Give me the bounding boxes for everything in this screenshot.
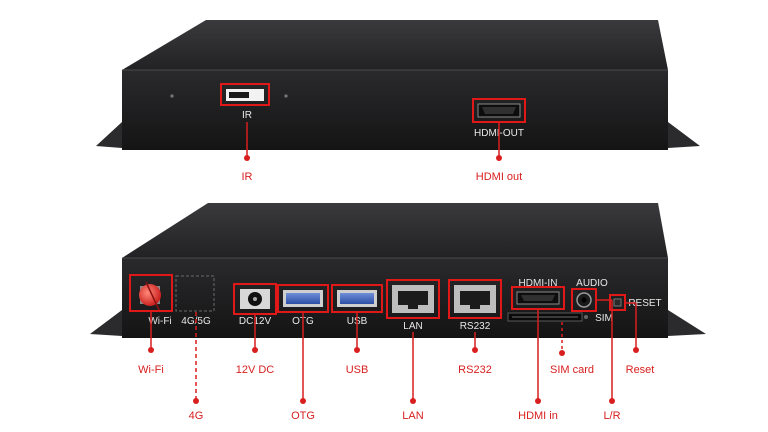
- lan-silkscreen: LAN: [403, 321, 422, 332]
- bottom-device-lid: [122, 203, 668, 258]
- sim-eject-hole: [584, 315, 588, 319]
- callout-wifi: Wi-Fi: [138, 364, 164, 376]
- callout-12v-dc: 12V DC: [236, 364, 275, 376]
- rs232-highlight-box: [448, 279, 502, 319]
- bottom-callout-lines: [150, 299, 637, 400]
- wifi-highlight-box: [129, 274, 173, 312]
- bottom-right-flange: [668, 310, 706, 336]
- lan-port: LAN: [386, 279, 440, 332]
- ir-silkscreen: IR: [242, 110, 252, 121]
- ir-sensor: IR: [220, 83, 270, 121]
- wifi-silkscreen: Wi-Fi: [148, 316, 171, 327]
- callout-ir: IR: [242, 171, 253, 183]
- callout-hdmi-in: HDMI in: [518, 410, 558, 422]
- top-left-flange: [96, 122, 122, 148]
- ir-highlight-box: [220, 83, 270, 106]
- audio-silkscreen: AUDIO: [576, 278, 608, 289]
- callout-sim-card: SIM card: [550, 364, 594, 376]
- hdmi-in-port: HDMI-IN: [511, 278, 565, 310]
- callout-otg: OTG: [291, 410, 315, 422]
- callout-rs232: RS232: [458, 364, 492, 376]
- hdmi-in-silkscreen: HDMI-IN: [519, 278, 558, 289]
- top-device: IR HDMI-OUT IR HDMI out: [96, 20, 700, 183]
- callout-4g: 4G: [189, 410, 204, 422]
- top-callout-dots: [244, 155, 502, 161]
- callout-lr: L/R: [603, 410, 620, 422]
- reset-silkscreen: RESET: [628, 298, 661, 309]
- rs232-silkscreen: RS232: [460, 321, 491, 332]
- callout-reset: Reset: [626, 364, 655, 376]
- top-device-front: [122, 70, 668, 150]
- callout-usb: USB: [346, 364, 369, 376]
- callout-hdmi-out: HDMI out: [476, 171, 522, 183]
- callout-lan: LAN: [402, 410, 423, 422]
- bottom-callout-dots: [148, 347, 639, 404]
- top-callout-lines: [246, 122, 500, 157]
- sim-card-slot: SIM: [507, 312, 613, 324]
- wifi-antenna-port: Wi-Fi: [129, 274, 173, 327]
- bottom-device: Wi-Fi 4G/5G DC12V OTG USB: [90, 203, 706, 422]
- 4g5g-dashed-box: [175, 275, 215, 312]
- rs232-port: RS232: [448, 279, 502, 332]
- top-device-lid: [122, 20, 668, 70]
- top-right-flange: [668, 122, 700, 148]
- sim-silkscreen: SIM: [595, 313, 613, 324]
- bottom-left-flange: [90, 310, 122, 336]
- lan-highlight-box: [386, 279, 440, 319]
